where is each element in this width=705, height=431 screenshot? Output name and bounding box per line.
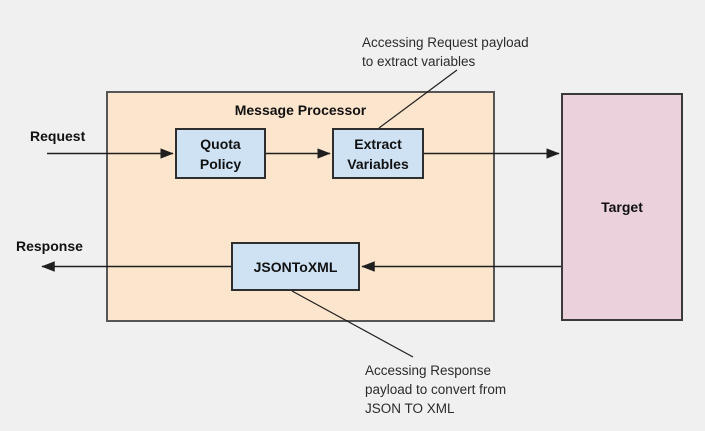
response-label: Response — [16, 238, 83, 254]
target-box: Target — [561, 93, 683, 321]
response-payload-annotation: Accessing Response payload to convert fr… — [365, 363, 507, 416]
message-processor-title: Message Processor — [234, 102, 367, 118]
request-label: Request — [30, 128, 86, 144]
quota-policy-box: Quota Policy — [175, 128, 266, 179]
jsontoxml-box: JSONToXML — [231, 242, 360, 291]
extract-variables-box: Extract Variables — [332, 128, 424, 179]
request-payload-annotation: Accessing Request payload to extract var… — [362, 35, 529, 69]
